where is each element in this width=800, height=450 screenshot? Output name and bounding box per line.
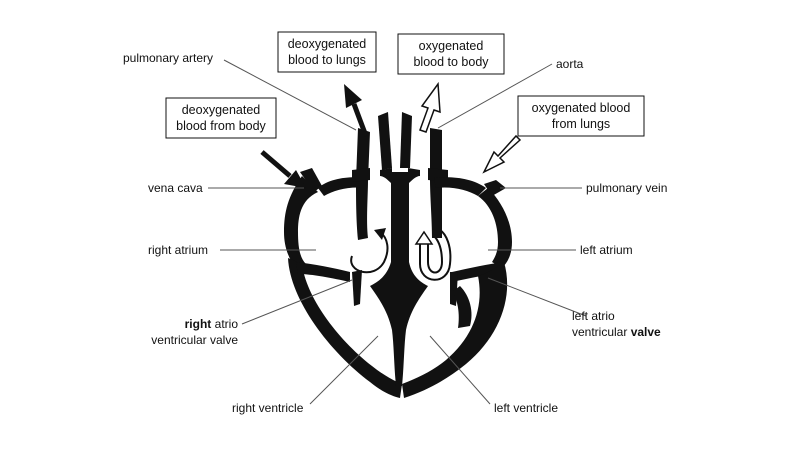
aorta-inner-wall <box>378 112 392 170</box>
box-oxy-from-lungs-line2: from lungs <box>552 117 610 131</box>
box-oxy-from-lungs: oxygenated blood from lungs <box>517 95 645 137</box>
deoxy-in-shaft <box>260 150 292 178</box>
label-vena-cava: vena cava <box>148 181 203 195</box>
text-labels: pulmonary artery aorta vena cava pulmona… <box>123 51 667 415</box>
pulmonary-artery-left-wall <box>356 128 370 240</box>
left-atrium-roof <box>434 177 486 196</box>
right-flow-arrowhead <box>374 228 386 240</box>
external-arrows <box>260 81 522 188</box>
box-deoxy-from-body-line2: blood from body <box>176 119 266 133</box>
label-pulmonary-vein: pulmonary vein <box>586 181 667 195</box>
leader-left-av-valve <box>487 277 587 317</box>
heart-walls <box>284 112 512 398</box>
leader-aorta <box>437 63 553 129</box>
leader-lines <box>208 59 587 405</box>
left-ventricle-wall <box>402 262 508 398</box>
box-deoxy-from-body: deoxygenated blood from body <box>165 97 277 139</box>
label-right-av-valve-rest: atrio <box>215 317 239 331</box>
label-left-av-valve-line1: left atrio <box>572 309 615 323</box>
label-right-av-valve-bold: right <box>185 317 212 331</box>
label-boxes: deoxygenated blood to lungs oxygenated b… <box>165 31 645 139</box>
label-left-av-valve-rest: ventricular <box>572 325 627 339</box>
label-left-atrium: left atrium <box>580 243 633 257</box>
label-left-av-valve-bold: valve <box>631 325 661 339</box>
right-atrium-roof <box>318 177 366 196</box>
label-left-av-valve-line2: ventricular valve <box>572 325 661 339</box>
septum <box>370 172 428 386</box>
left-atrium-wall <box>478 188 512 268</box>
box-oxy-from-lungs-line1: oxygenated blood <box>532 101 631 115</box>
left-flow-curve-inner <box>427 235 444 274</box>
leader-right-ventricle <box>309 335 379 405</box>
left-flow-arrowhead <box>414 230 434 245</box>
box-oxy-to-body-line1: oxygenated <box>419 39 484 53</box>
box-deoxy-to-lungs-line1: deoxygenated <box>288 37 367 51</box>
right-atrium-wall <box>284 176 318 268</box>
right-flow-curve <box>350 231 389 274</box>
label-aorta: aorta <box>556 57 584 71</box>
left-av-floor <box>452 262 504 282</box>
deoxy-out-arrowhead <box>344 84 362 108</box>
left-flow-curve-outer <box>419 229 452 281</box>
box-oxy-to-body-line2: blood to body <box>413 55 489 69</box>
box-deoxy-to-lungs-line2: blood to lungs <box>288 53 366 67</box>
deoxy-out-shaft <box>351 103 369 137</box>
septum-cap-right <box>408 168 420 184</box>
right-av-floor <box>296 262 350 282</box>
label-right-av-valve-line2: ventricular valve <box>151 333 238 347</box>
box-deoxy-to-lungs: deoxygenated blood to lungs <box>277 31 377 73</box>
box-deoxy-from-body-line1: deoxygenated <box>182 103 261 117</box>
label-left-ventricle: left ventricle <box>494 401 558 415</box>
aorta-outer-wall <box>400 112 412 168</box>
left-ventricle-muscle <box>452 286 472 328</box>
pulmonary-artery-cap <box>352 168 370 182</box>
oxy-in-arrow <box>482 134 522 174</box>
leader-left-ventricle <box>429 335 491 405</box>
label-right-av-valve-line1: right atrio <box>185 317 239 331</box>
leader-right-av-valve <box>241 279 353 325</box>
label-pulmonary-artery: pulmonary artery <box>123 51 213 65</box>
label-right-ventricle: right ventricle <box>232 401 304 415</box>
right-valve-flap <box>352 270 362 306</box>
deoxy-in-arrowhead <box>284 170 306 188</box>
vena-cava-lip <box>300 168 322 192</box>
box-oxy-to-body: oxygenated blood to body <box>397 33 505 75</box>
leader-pulmonary-artery <box>223 59 357 131</box>
septum-cap-left <box>380 168 392 184</box>
oxy-out-arrow <box>419 81 441 133</box>
internal-flow <box>350 228 452 281</box>
label-right-atrium: right atrium <box>148 243 208 257</box>
